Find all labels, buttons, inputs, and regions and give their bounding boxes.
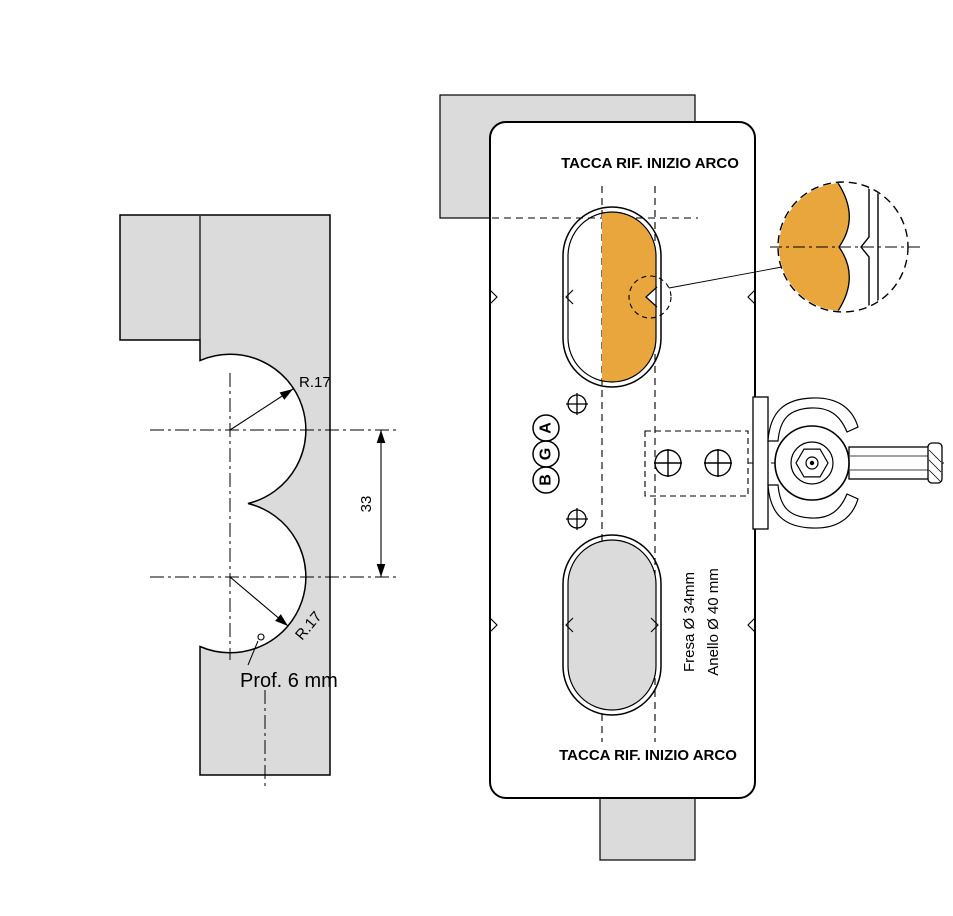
screw-icon <box>566 393 588 415</box>
clamp-arm-top <box>767 397 859 442</box>
arc-start-notch-outline <box>645 286 658 308</box>
section-view: 33 R.17 R.17 Prof. 6 mm <box>119 214 398 786</box>
radius-callout-top: R.17 <box>229 374 331 431</box>
phillips-screw-icons <box>654 449 732 477</box>
detail-leader-line <box>668 266 783 289</box>
logo-letter-g: G <box>538 448 555 460</box>
depth-callout: Prof. 6 mm <box>240 633 338 692</box>
knob-center-dot <box>809 460 815 466</box>
clamp-arm-bottom <box>767 484 859 529</box>
fresa-label: Fresa Ø 34mm <box>681 572 698 672</box>
detail-circle <box>777 181 909 313</box>
dimension-33-label: 33 <box>358 496 375 513</box>
frame-profile-bottom <box>599 797 696 861</box>
section-centerlines <box>150 373 398 786</box>
slot-top-inner-outline <box>567 211 657 383</box>
anello-label: Anello Ø 40 mm <box>705 568 722 676</box>
slot-bottom-inner-outline <box>567 539 657 711</box>
slot-top-left-notch <box>565 289 574 305</box>
tacca-label-top: TACCA RIF. INIZIO ARCO <box>561 155 739 172</box>
slot-bottom-left-notch <box>565 617 574 633</box>
slot-top <box>562 206 672 388</box>
slot-bottom-fill <box>568 540 656 710</box>
slot-bottom <box>562 534 662 716</box>
slot-top-outer-outline <box>562 206 662 388</box>
template-view: TACCA RIF. INIZIO ARCO TACCA RIF. INIZIO… <box>439 94 756 861</box>
logo-letter-a: A <box>538 422 555 434</box>
depth-label: Prof. 6 mm <box>240 670 338 692</box>
phillips-screw-icon <box>654 449 682 477</box>
clamp-assembly <box>748 396 948 530</box>
arc-start-notch <box>646 287 657 307</box>
depth-reference-dot <box>257 633 265 641</box>
dimension-center-distance: 33 <box>358 430 386 577</box>
logo-letter-b: B <box>538 474 555 486</box>
clamp-mount-bar <box>752 396 769 530</box>
detail-plate-edge-notched <box>860 183 870 311</box>
phillips-screw-icon <box>704 449 732 477</box>
clamp-shaft-end <box>927 442 943 484</box>
profile-cross-section <box>119 214 331 776</box>
shaft-end-hatching <box>928 449 942 483</box>
notch-highlight-circle <box>628 275 672 319</box>
slot-bottom-right-notch <box>650 617 659 633</box>
plate-edge-notches <box>489 289 756 633</box>
slot-bottom-outer-outline <box>562 534 662 716</box>
clamp-nut <box>795 448 829 478</box>
detail-view <box>668 181 921 313</box>
screw-icon <box>566 508 588 530</box>
small-screw-icons <box>566 393 588 530</box>
knob-inner-ring <box>790 441 834 485</box>
clamp-shaft <box>848 446 933 480</box>
radius-top-label: R.17 <box>299 374 331 391</box>
tacca-label-bottom: TACCA RIF. INIZIO ARCO <box>559 747 737 764</box>
logo-circle-b <box>532 466 560 494</box>
agb-logo: A G B <box>532 414 560 494</box>
